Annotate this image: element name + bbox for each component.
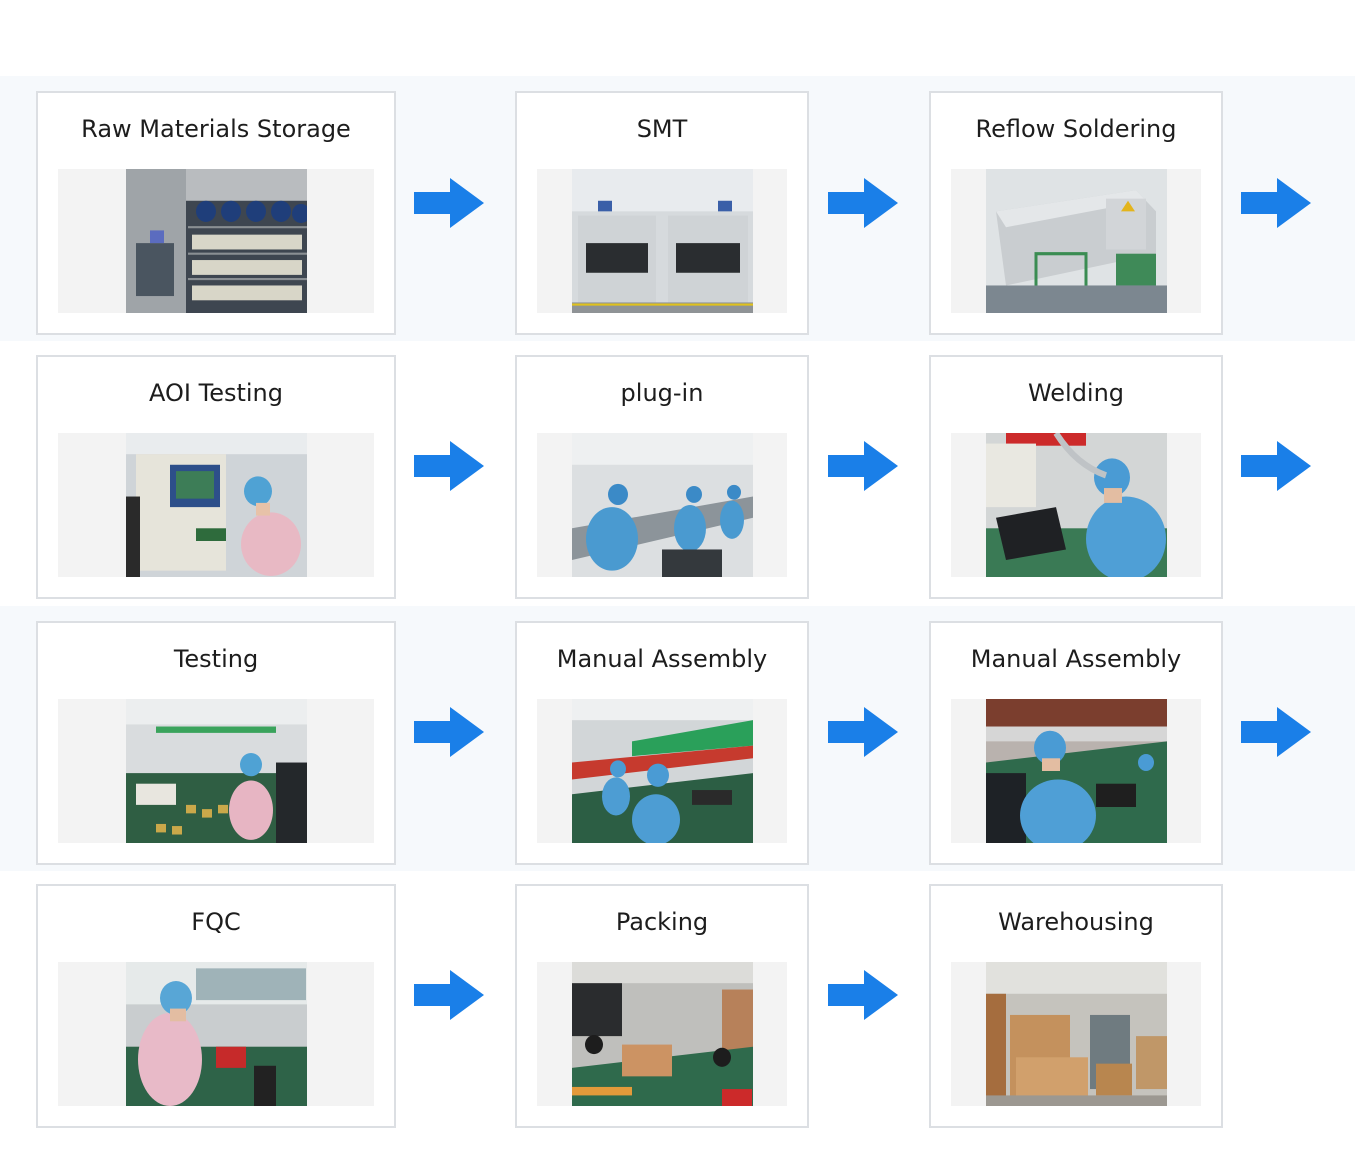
arrow-right-icon (1241, 441, 1311, 491)
raw-materials-storage-photo (126, 169, 307, 313)
arrow-right-icon (414, 707, 484, 757)
photo-frame (58, 433, 374, 577)
step-title: Testing (173, 645, 259, 673)
step-title: Welding (1027, 379, 1125, 407)
photo-frame (951, 169, 1201, 313)
step-title: Warehousing (998, 908, 1154, 936)
arrow-right-icon (414, 970, 484, 1020)
packing-area-photo (572, 962, 753, 1106)
step-title: plug-in (620, 379, 704, 407)
step-title: SMT (636, 115, 688, 143)
warehouse-shelves-photo (986, 962, 1167, 1106)
step-title: Reflow Soldering (975, 115, 1177, 143)
arrow-right-icon (414, 441, 484, 491)
process-step-card: Welding (929, 355, 1223, 599)
process-step-card: AOI Testing (36, 355, 396, 599)
arrow-right-icon (828, 178, 898, 228)
photo-frame (951, 699, 1201, 843)
step-title: Packing (615, 908, 709, 936)
photo-frame (951, 962, 1201, 1106)
arrow-right-icon (828, 441, 898, 491)
reflow-oven-photo (986, 169, 1167, 313)
photo-frame (58, 962, 374, 1106)
step-title: Raw Materials Storage (81, 115, 351, 143)
photo-frame (58, 169, 374, 313)
step-title: Manual Assembly (556, 645, 768, 673)
process-step-card: FQC (36, 884, 396, 1128)
smt-machines-photo (572, 169, 753, 313)
plug-in-line-photo (572, 433, 753, 577)
process-step-card: Packing (515, 884, 809, 1128)
step-title: Manual Assembly (970, 645, 1182, 673)
photo-frame (537, 962, 787, 1106)
process-step-card: Warehousing (929, 884, 1223, 1128)
assembly-line-photo (572, 699, 753, 843)
process-step-card: Testing (36, 621, 396, 865)
arrow-right-icon (414, 178, 484, 228)
step-title: FQC (191, 908, 241, 936)
photo-frame (951, 433, 1201, 577)
arrow-right-icon (1241, 707, 1311, 757)
process-step-card: Raw Materials Storage (36, 91, 396, 335)
welding-station-photo (986, 433, 1167, 577)
process-step-card: Reflow Soldering (929, 91, 1223, 335)
photo-frame (58, 699, 374, 843)
arrow-right-icon (828, 970, 898, 1020)
assembly-worker-photo (986, 699, 1167, 843)
process-step-card: SMT (515, 91, 809, 335)
arrow-right-icon (1241, 178, 1311, 228)
testing-bench-photo (126, 699, 307, 843)
fqc-inspection-photo (126, 962, 307, 1106)
process-step-card: Manual Assembly (515, 621, 809, 865)
step-title: AOI Testing (149, 379, 283, 407)
process-step-card: plug-in (515, 355, 809, 599)
process-step-card: Manual Assembly (929, 621, 1223, 865)
arrow-right-icon (828, 707, 898, 757)
photo-frame (537, 169, 787, 313)
photo-frame (537, 699, 787, 843)
photo-frame (537, 433, 787, 577)
aoi-testing-photo (126, 433, 307, 577)
